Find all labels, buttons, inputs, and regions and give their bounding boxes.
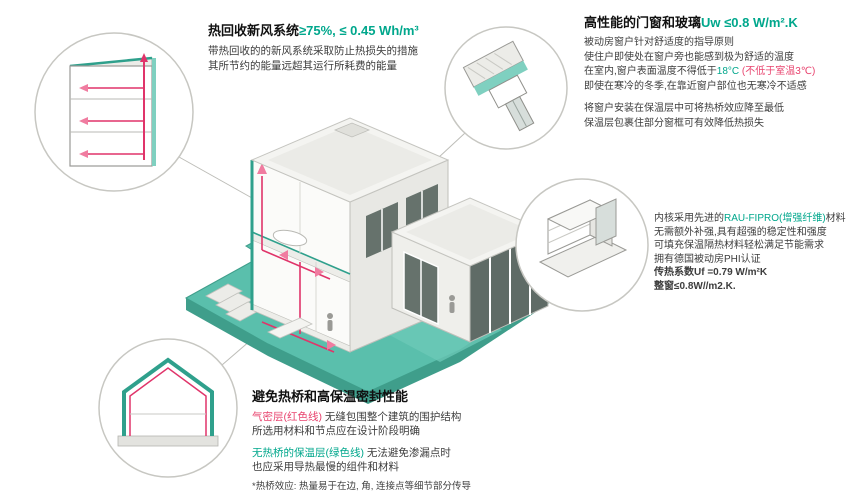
spacer (584, 94, 862, 102)
profile-line: 可填充保温隔热材料轻松满足节能需求 (654, 240, 824, 251)
windows-line: 在室内,窗户表面温度不得低于18°C (不低于室温3℃) (584, 65, 862, 80)
thermal-line: 气密层(红色线) 无缝包围整个建筑的围护结构 (252, 410, 564, 424)
profile-line: 内核采用先进的RAU-FIPRO(增强纤维)材料 (654, 212, 864, 226)
profile-section: 内核采用先进的RAU-FIPRO(增强纤维)材料 无需额外补强,具有超强的稳定性… (654, 212, 864, 293)
windows-line: 即使在寒冷的冬季,在靠近窗户部位也无寒冷不适感 (584, 80, 807, 92)
profile-line: 无需额外补强,具有超强的稳定性和强度 (654, 226, 827, 238)
thermal-footnote: *热桥效应: 热量易于在边, 角, 连接点等细节部分传导 (252, 481, 472, 492)
roof-vent-box (333, 122, 371, 138)
windows-title-text: 高性能的门窗和玻璃 (584, 15, 702, 30)
airflow-arrows (257, 163, 336, 350)
thermal-line-text: 无缝包围整个建筑的围护结构 (322, 411, 462, 423)
thermal-title: 避免热桥和高保温密封性能 (252, 389, 409, 404)
thermal-line: 所选用材料和节点应在设计阶段明确 (252, 425, 420, 437)
ventilation-title-text: 热回收新风系统 (208, 23, 300, 38)
thermal-line: 无热桥的保温层(绿色线) 无法避免渗漏点时 (252, 446, 564, 460)
ventilation-line: 带热回收的的新风系统采取防止热损失的措施 (208, 45, 418, 57)
profile-brand: RAU-FIPRO(增强纤维) (724, 213, 826, 224)
windows-line-text: 在室内,窗户表面温度不得低于 (584, 66, 717, 77)
house-roof (250, 117, 450, 203)
windows-temp-note: (不低于室温3℃) (739, 66, 816, 77)
insulation-layer-label: 无热桥的保温层(绿色线) (252, 447, 364, 459)
windows-temp-value: 18°C (716, 66, 740, 77)
windows-title: 高性能的门窗和玻璃Uw ≤0.8 W/m².K (584, 12, 862, 31)
thermal-envelope-detail-callout (98, 338, 238, 478)
bathtub (272, 229, 308, 247)
windows-line: 保温层包裹住部分窗框可有效降低热损失 (584, 117, 764, 129)
person-figure (327, 313, 333, 331)
ventilation-detail-callout (34, 32, 194, 192)
insulation-green-line (122, 357, 214, 436)
thermal-line-text: 无法避免渗漏点时 (364, 447, 451, 459)
ventilation-line: 其所节约的能量远超其运行所耗费的能量 (208, 60, 397, 72)
ventilation-title-value: ≥75%, ≤ 0.45 Wh/m³ (299, 23, 419, 38)
airtight-layer-label: 气密层(红色线) (252, 411, 322, 423)
thermal-line: 也应采用导热最慢的组件和材料 (252, 461, 399, 473)
airtight-red-line (129, 367, 207, 436)
person-figure (449, 295, 455, 313)
ventilation-title: 热回收新风系统≥75%, ≤ 0.45 Wh/m³ (208, 20, 490, 39)
ventilation-section: 热回收新风系统≥75%, ≤ 0.45 Wh/m³ 带热回收的的新风系统采取防止… (208, 20, 490, 74)
window-corner-detail-callout (444, 26, 568, 150)
profile-line-text: 材料 (825, 213, 846, 224)
garden-wall (267, 317, 313, 339)
thermal-section: 避免热桥和高保温密封性能 气密层(红色线) 无缝包围整个建筑的围护结构 所选用材… (252, 386, 564, 492)
windows-section: 高性能的门窗和玻璃Uw ≤0.8 W/m².K 被动房窗户针对舒适度的指导原则 … (584, 12, 862, 131)
window-profile-detail-callout (515, 178, 649, 312)
spacer (252, 438, 564, 446)
windows-line: 被动房窗户针对舒适度的指导原则 (584, 37, 734, 48)
windows-line: 使住户即使处在窗户旁也能感到极为舒适的温度 (584, 51, 794, 63)
profile-uw-value: 整窗≤0.8W//m2.K. (654, 280, 736, 292)
profile-line: 拥有德国被动房PHI认证 (654, 253, 761, 265)
windows-line: 将窗户安装在保温层中可将热桥效应降至最低 (584, 103, 784, 114)
profile-uf-value: 传热系数Uf =0.79 W/m²K (654, 267, 768, 278)
windows-title-value: Uw ≤0.8 W/m².K (701, 15, 798, 30)
profile-line-text: 内核采用先进的 (654, 213, 724, 224)
